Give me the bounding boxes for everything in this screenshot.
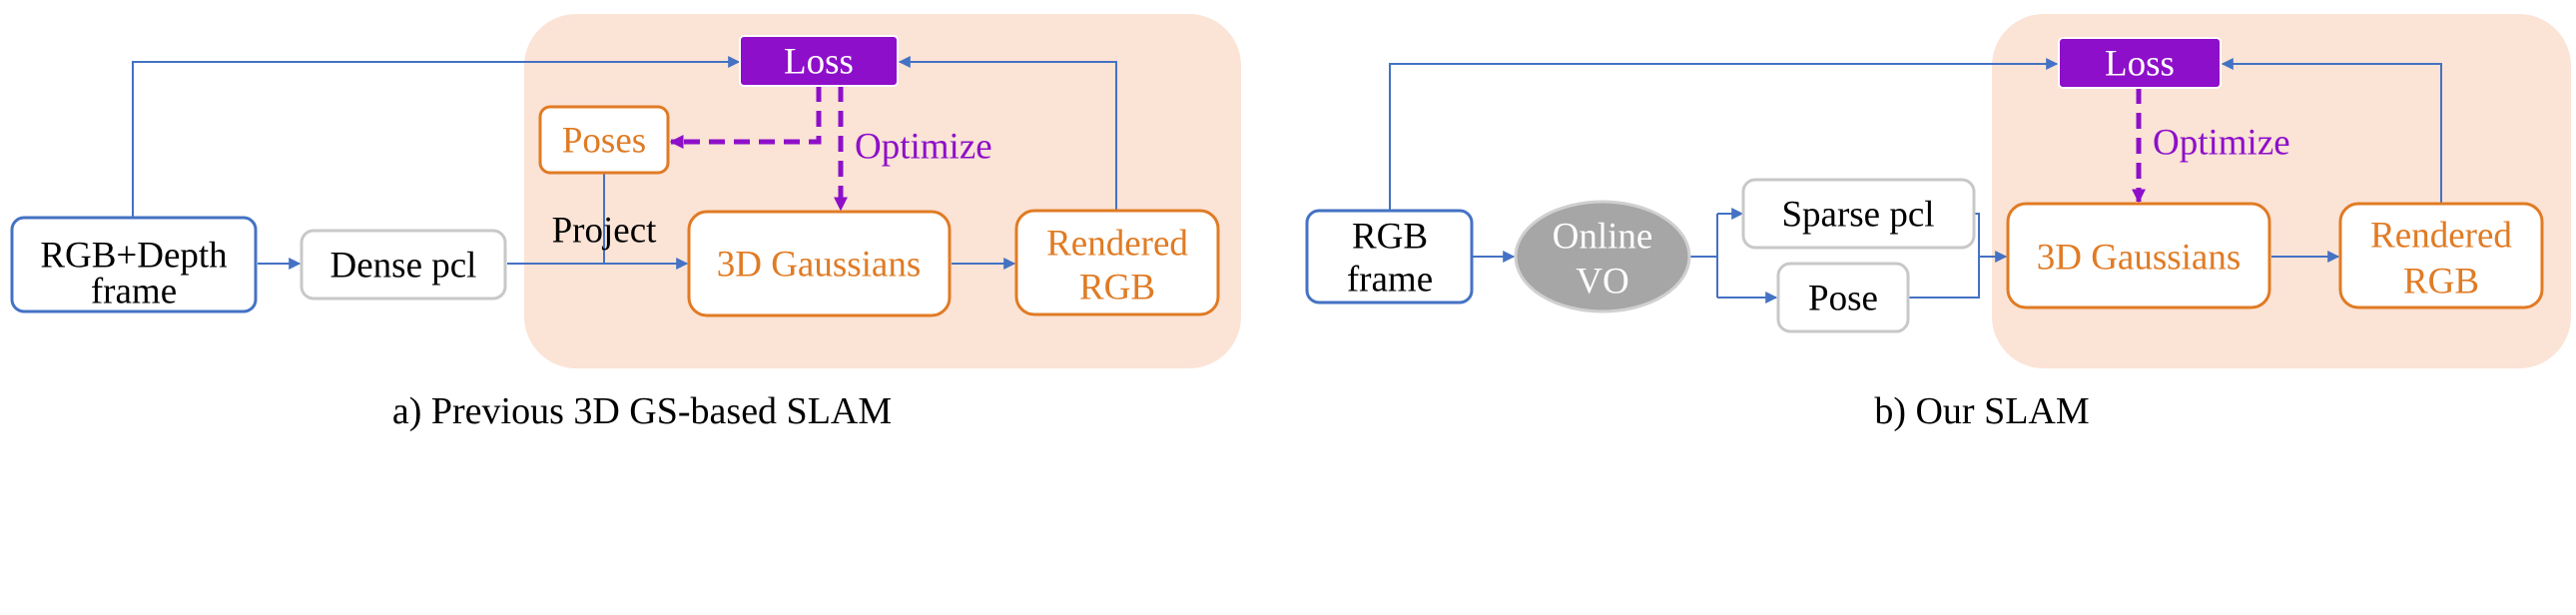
- right-rendered-label-line1: Rendered: [2370, 216, 2512, 257]
- left-rendered-box: Rendered RGB: [1014, 209, 1220, 316]
- left-rendered-label-line1: Rendered: [1046, 224, 1188, 265]
- left-connectors: [132, 56, 1117, 270]
- left-gaussians-box: 3D Gaussians: [687, 210, 952, 317]
- our-slam-diagram: RGB frame Online VO Sparse pcl Pose Loss…: [1305, 14, 2571, 432]
- right-rendered-label-line2: RGB: [2403, 262, 2479, 303]
- right-vo-split-line: [1689, 214, 1718, 298]
- left-project-label: Project: [552, 211, 658, 252]
- right-loss-label: Loss: [2105, 44, 2175, 85]
- right-input-label-line1: RGB: [1352, 217, 1428, 258]
- right-caption: b) Our SLAM: [1874, 390, 2089, 432]
- right-connectors: [1389, 58, 2442, 304]
- left-dense-pcl-box: Dense pcl: [300, 229, 507, 301]
- right-input-to-loss-arrow: [1389, 58, 2059, 210]
- left-caption: a) Previous 3D GS-based SLAM: [392, 390, 892, 432]
- left-optimize-label: Optimize: [855, 127, 992, 168]
- right-gaussians-label: 3D Gaussians: [2037, 238, 2242, 279]
- previous-slam-diagram: RGB+Depth frame Dense pcl Project Poses …: [10, 14, 1241, 432]
- left-input-box: RGB+Depth frame: [10, 216, 258, 313]
- left-gaussians-label: 3D Gaussians: [717, 245, 922, 286]
- right-input-box: RGB frame: [1305, 209, 1474, 305]
- left-input-label-line1: RGB+Depth: [40, 236, 228, 277]
- right-loss-box: Loss: [2058, 37, 2222, 89]
- right-input-label-line2: frame: [1347, 260, 1433, 301]
- right-pose-label: Pose: [1808, 279, 1878, 319]
- left-input-to-loss-arrow: [132, 56, 741, 218]
- left-input-label-line2: frame: [91, 272, 177, 312]
- right-rendered-to-loss-arrow: [2221, 58, 2442, 204]
- left-rendered-label-line2: RGB: [1079, 268, 1155, 308]
- left-loss-box: Loss: [739, 35, 899, 87]
- right-sparse-pcl-label: Sparse pcl: [1781, 195, 1934, 236]
- right-rendered-box: Rendered RGB: [2338, 202, 2544, 309]
- right-online-vo: Online VO: [1514, 200, 1691, 313]
- right-sparse-pcl-box: Sparse pcl: [1741, 178, 1976, 250]
- right-vo-label-line1: Online: [1553, 217, 1653, 258]
- left-optimize-arrows: [669, 86, 848, 212]
- left-rendered-to-loss-arrow: [898, 56, 1117, 211]
- left-poses-label: Poses: [562, 121, 646, 162]
- right-optimize-label: Optimize: [2153, 123, 2290, 164]
- left-poses-box: Poses: [538, 105, 670, 175]
- left-loss-label: Loss: [784, 42, 854, 83]
- left-loss-to-poses-arrow: [669, 86, 822, 149]
- right-pose-box: Pose: [1776, 262, 1910, 333]
- left-dense-pcl-label: Dense pcl: [330, 246, 477, 287]
- right-gaussians-box: 3D Gaussians: [2006, 202, 2271, 309]
- right-vo-label-line2: VO: [1576, 262, 1628, 303]
